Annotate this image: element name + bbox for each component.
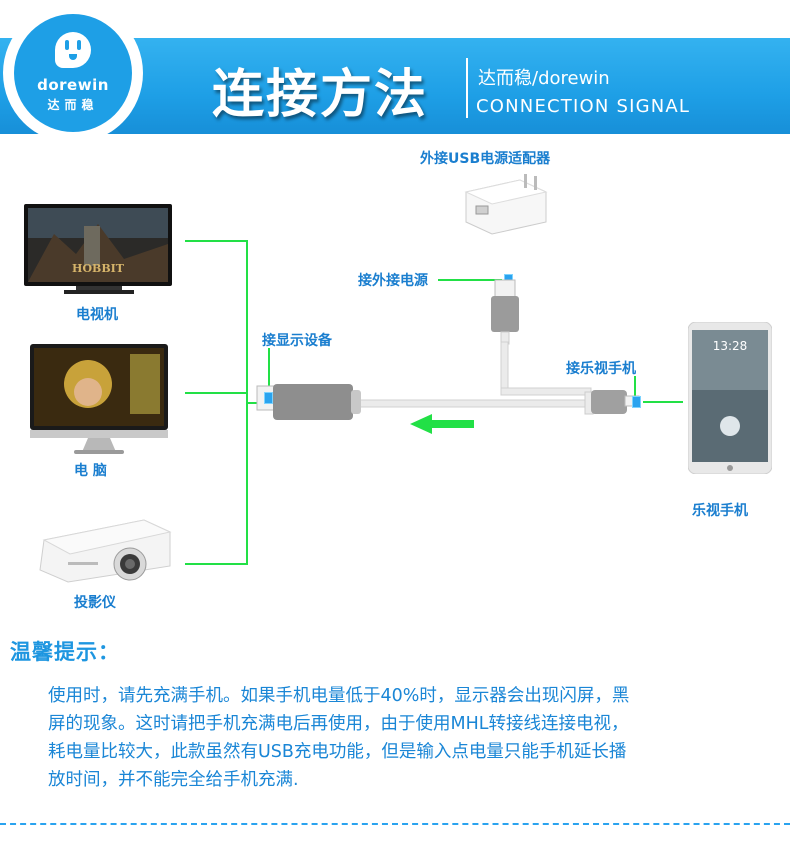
bracket-line-projector	[185, 563, 248, 565]
pc-image	[30, 344, 170, 456]
socket-icon	[55, 32, 91, 68]
tips-line: 使用时，请先充满手机。如果手机电量低于40%时，显示器会出现闪屏，黑	[48, 682, 758, 710]
phone-time: 13:28	[713, 339, 748, 353]
adapter-label: 外接USB电源适配器	[420, 148, 550, 168]
subtitle-english: CONNECTION SIGNAL	[476, 96, 690, 117]
title-divider	[466, 58, 468, 118]
tips-line: 屏的现象。这时请把手机充满电后再使用，由于使用MHL转接线连接电视，	[48, 710, 758, 738]
tips-line: 放时间，并不能完全给手机充满.	[48, 766, 758, 794]
bracket-line-pc	[185, 392, 248, 394]
usb-adapter-image	[458, 170, 554, 240]
page-title: 连接方法	[212, 52, 428, 127]
logo-circle: dorewin 达而稳	[14, 14, 132, 132]
pointer-line-phone-h	[643, 401, 683, 403]
phone-label: 乐视手机	[692, 500, 748, 520]
display-connector-label: 接显示设备	[262, 330, 332, 350]
bracket-line-tv	[185, 240, 248, 242]
phone-connector-marker	[632, 396, 641, 408]
tips-title: 温馨提示：	[10, 636, 120, 666]
brand-logo: dorewin 达而稳	[6, 6, 140, 140]
signal-direction-arrow	[410, 414, 474, 434]
display-connector-marker	[264, 392, 273, 404]
tv-screen-text: HOBBIT	[72, 262, 125, 275]
bottom-divider	[0, 823, 790, 825]
tips-line: 耗电量比较大，此款虽然有USB充电功能，但是输入点电量只能手机延长播	[48, 738, 758, 766]
projector-label: 投影仪	[74, 592, 116, 612]
phone-image: 13:28	[688, 322, 772, 474]
subtitle-brand: 达而稳/dorewin	[478, 64, 610, 90]
phone-connector-label: 接乐视手机	[566, 358, 636, 378]
mhl-cable-image	[255, 272, 645, 432]
projector-image	[34, 510, 174, 584]
pc-label: 电 脑	[74, 460, 107, 480]
logo-brand-text: dorewin	[14, 76, 132, 94]
tips-body: 使用时，请先充满手机。如果手机电量低于40%时，显示器会出现闪屏，黑 屏的现象。…	[48, 682, 758, 794]
tv-label: 电视机	[76, 304, 118, 324]
tv-image: HOBBIT	[24, 204, 174, 296]
logo-cn-text: 达而稳	[14, 96, 132, 113]
